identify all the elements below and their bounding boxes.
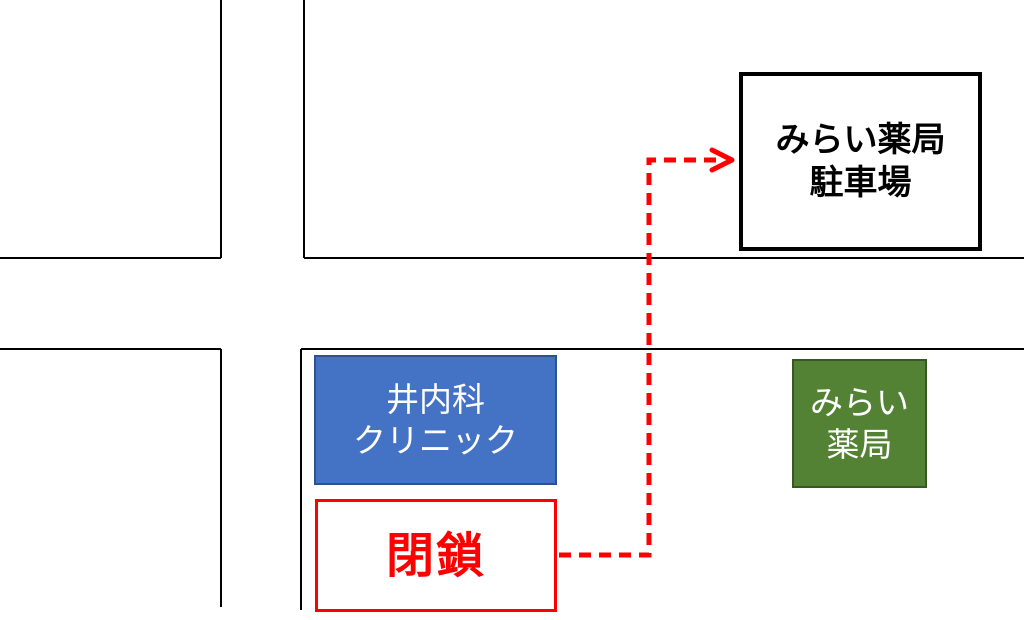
clinic-building: 井内科 クリニック — [314, 355, 557, 485]
parking-label-line1: みらい薬局 — [775, 120, 946, 160]
closed-entrance: 閉鎖 — [315, 499, 557, 612]
clinic-label-line2: クリニック — [353, 421, 518, 460]
pharmacy-label-line1: みらい — [810, 383, 909, 423]
closed-label: 閉鎖 — [385, 527, 486, 584]
parking-label-line2: 駐車場 — [809, 162, 912, 203]
pharmacy-parking-lot: みらい薬局 駐車場 — [739, 72, 982, 251]
pharmacy-building: みらい 薬局 — [792, 359, 927, 488]
clinic-label-line1: 井内科 — [386, 379, 485, 419]
pharmacy-label-line2: 薬局 — [826, 424, 893, 464]
